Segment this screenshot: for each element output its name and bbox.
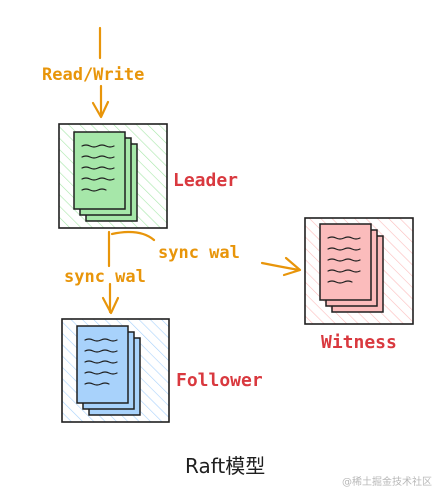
follower-node — [61, 318, 170, 423]
leader-witness-label: sync wal — [158, 243, 240, 263]
follower-label: Follower — [176, 370, 263, 391]
leader-document-icon — [73, 131, 138, 222]
diagram-caption: Raft模型 — [185, 454, 265, 478]
read-write-arrow — [91, 26, 110, 119]
witness-label: Witness — [321, 332, 397, 353]
leader-follower-label: sync wal — [64, 267, 146, 287]
witness-document-icon — [319, 223, 384, 313]
leader-follower-arrow — [101, 230, 120, 315]
read-write-label: Read/Write — [42, 65, 144, 85]
follower-document-icon — [76, 325, 141, 416]
watermark: @稀土掘金技术社区 — [342, 477, 432, 488]
leader-node — [58, 123, 168, 229]
witness-node — [304, 217, 414, 325]
leader-witness-arrow — [110, 230, 302, 277]
leader-label: Leader — [173, 170, 238, 191]
